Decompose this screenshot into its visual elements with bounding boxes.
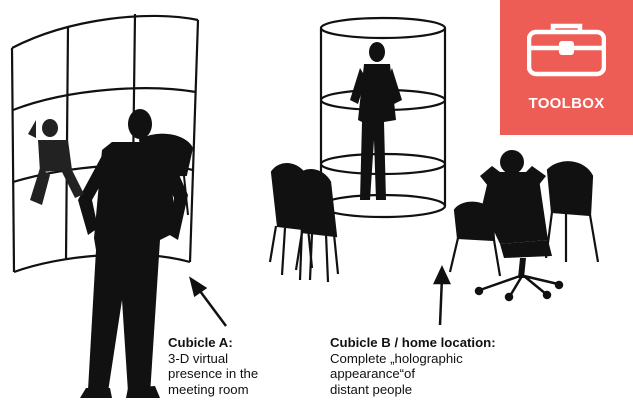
toolbox-icon (527, 22, 606, 78)
cubicle-a-title: Cubicle A: (168, 335, 258, 351)
chair-left-2 (296, 170, 338, 282)
toolbox-badge: TOOLBOX (500, 0, 633, 135)
chair-right-back (546, 162, 598, 262)
virtual-person-in-cubicle-a (28, 119, 84, 205)
arrow-to-cubicle-b (435, 268, 449, 325)
cubicle-b-caption: Cubicle B / home location: Complete „hol… (330, 335, 496, 397)
cubicle-a-line: meeting room (168, 382, 258, 398)
cubicle-b-line: distant people (330, 382, 496, 398)
cubicle-b-line: Complete „holographic (330, 351, 496, 367)
toolbox-label: TOOLBOX (500, 95, 633, 112)
cubicle-b-title: Cubicle B / home location: (330, 335, 496, 351)
office-chair-base (476, 276, 562, 300)
arrow-to-cubicle-a (191, 279, 226, 326)
reclining-person-office-chair (480, 150, 552, 278)
cubicle-a-line: presence in the (168, 366, 258, 382)
cubicle-a-line: 3-D virtual (168, 351, 258, 367)
cubicle-b-line: appearance“of (330, 366, 496, 382)
cubicle-a-caption: Cubicle A: 3-D virtual presence in the m… (168, 335, 258, 397)
person-in-cubicle-b (350, 42, 402, 200)
